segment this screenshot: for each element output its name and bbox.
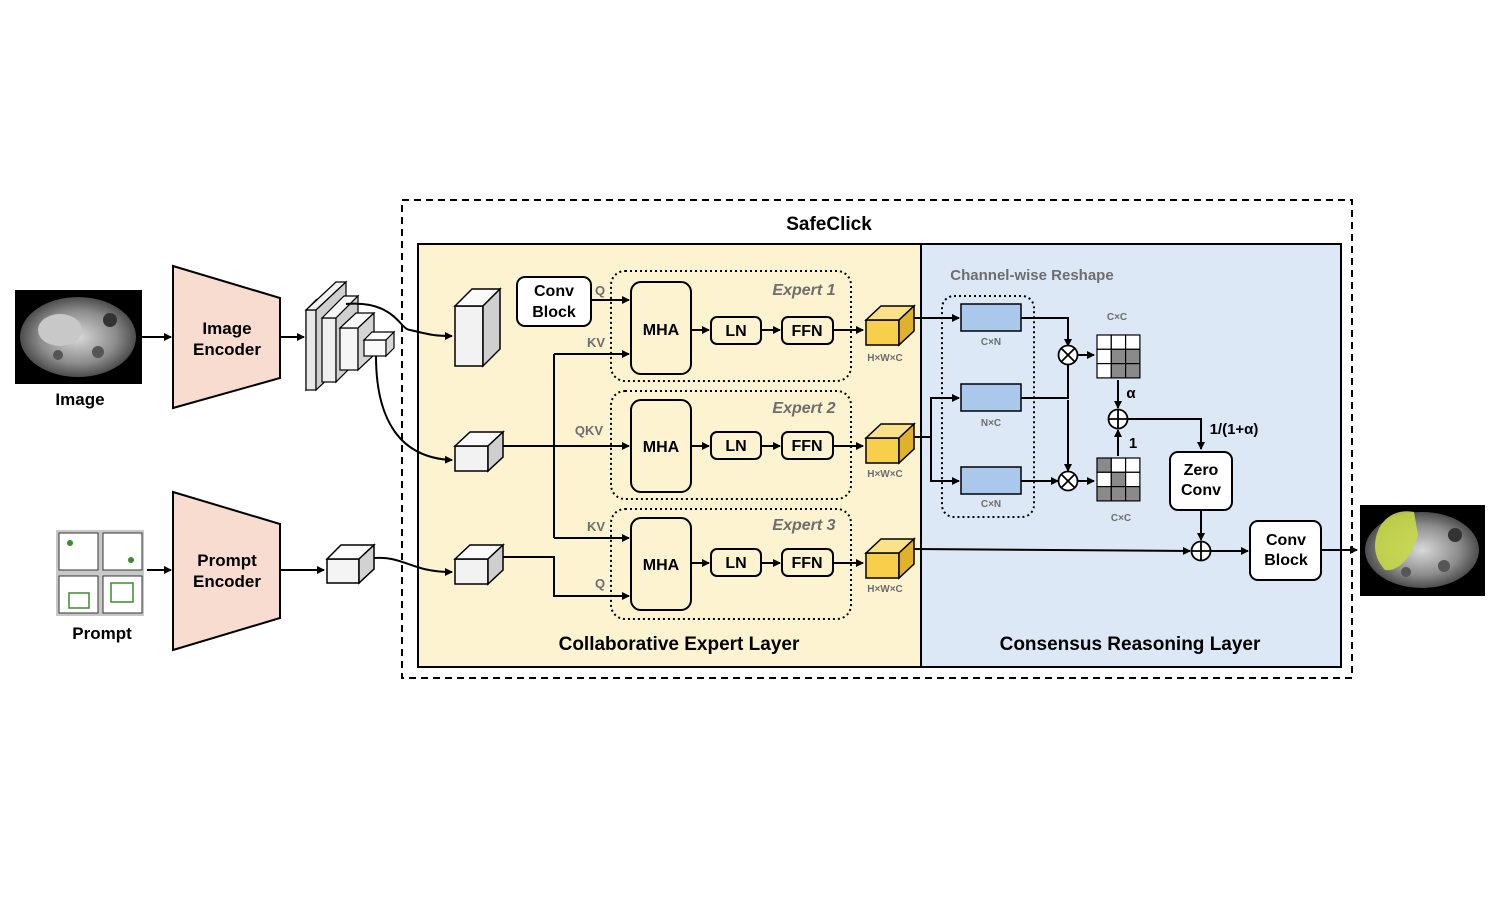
box-prompt-icon (110, 582, 134, 603)
cxn-label-1: C×N (981, 337, 1001, 348)
expert-2-output-shape: H×W×C (867, 469, 903, 480)
expert-3-name: Expert 3 (772, 517, 835, 534)
alpha-label: α (1126, 385, 1136, 402)
add-node (1107, 408, 1129, 430)
prompt-grid (56, 530, 144, 616)
box-prompt-icon (68, 592, 90, 609)
conv-block-expert (516, 276, 592, 327)
prompt-encoder-label: Prompt (197, 551, 257, 570)
zero-conv-label: Zero (1184, 462, 1219, 479)
expert-2-box (610, 390, 852, 500)
cxc-matrix-bottom (1096, 457, 1141, 502)
expert-3-output-shape: H×W×C (867, 584, 903, 595)
point-prompt-icon (128, 557, 134, 563)
zero-conv-label: Conv (1181, 482, 1221, 499)
reshape-label: Channel-wise Reshape (950, 267, 1113, 284)
conv-block-final-label: Conv (1266, 532, 1306, 549)
prompt-label: Prompt (72, 624, 132, 643)
mha-label: MHA (643, 439, 680, 456)
conv-block-label: Conv (534, 283, 574, 300)
image-label: Image (55, 390, 104, 409)
zero-conv-block (1169, 451, 1233, 511)
input-image (15, 290, 142, 384)
expert-1-blocks (630, 281, 834, 375)
mha-label: MHA (643, 322, 680, 339)
cxn-box-2 (960, 466, 1022, 495)
feature-pyramid (304, 280, 396, 392)
point-prompt-icon (67, 540, 73, 546)
ffn-label: FFN (791, 323, 822, 340)
expert-layer-title: Collaborative Expert Layer (559, 634, 800, 655)
ln-label: LN (725, 438, 746, 455)
scale-label: 1/(1+α) (1210, 421, 1259, 438)
multiply-node (1057, 470, 1079, 492)
add-node-final (1190, 540, 1212, 562)
cxn-label-2: C×N (981, 499, 1001, 510)
conv-block-final (1249, 520, 1322, 581)
expert-2-name: Expert 2 (772, 400, 835, 417)
ln-label: LN (725, 555, 746, 572)
kv-label-3: KV (587, 519, 605, 534)
expert-2-blocks (630, 399, 834, 493)
expert-1-output-shape: H×W×C (867, 353, 903, 364)
q-label-3: Q (595, 576, 605, 591)
high-res-feature-cube (453, 287, 502, 368)
q-label: Q (595, 283, 605, 298)
cxc-label-bottom: C×C (1111, 513, 1131, 524)
consensus-layer-title: Consensus Reasoning Layer (1000, 634, 1261, 655)
ln-label: LN (725, 323, 746, 340)
prompt-encoder-label: Encoder (193, 572, 261, 591)
expert-1-output-cube (864, 304, 916, 347)
conv-block-label: Block (532, 304, 576, 321)
expert-3-box (610, 508, 852, 620)
nxc-label: N×C (981, 418, 1001, 429)
ffn-label: FFN (791, 438, 822, 455)
image-encoder (172, 264, 281, 410)
expert-3-output-cube (864, 537, 916, 580)
prompt-encoder (172, 490, 281, 652)
qkv-label: QKV (575, 423, 604, 438)
cxc-matrix-top (1096, 334, 1141, 379)
nxc-box (960, 383, 1022, 412)
mha-label: MHA (643, 557, 680, 574)
low-res-feature-cube (453, 430, 505, 473)
output-segmentation-image (1360, 505, 1485, 596)
prompt-feature-cube (453, 543, 505, 586)
ffn-label: FFN (791, 555, 822, 572)
multiply-node (1057, 344, 1079, 366)
cxn-box-1 (960, 303, 1022, 332)
prompt-token-cube (325, 543, 376, 585)
image-encoder-label: Encoder (193, 340, 261, 359)
mha-block (630, 281, 692, 375)
conv-block-final-label: Block (1264, 552, 1308, 569)
expert-3-blocks (630, 517, 834, 611)
expert-1-box (610, 270, 852, 382)
safeclick-title: SafeClick (786, 214, 872, 235)
image-encoder-label: Image (202, 319, 251, 338)
cxc-label-top: C×C (1107, 312, 1127, 323)
kv-label: KV (587, 335, 605, 350)
expert-2-output-cube (864, 422, 916, 465)
expert-1-name: Expert 1 (772, 282, 835, 299)
reshape-group (941, 295, 1035, 518)
one-label: 1 (1129, 435, 1137, 452)
